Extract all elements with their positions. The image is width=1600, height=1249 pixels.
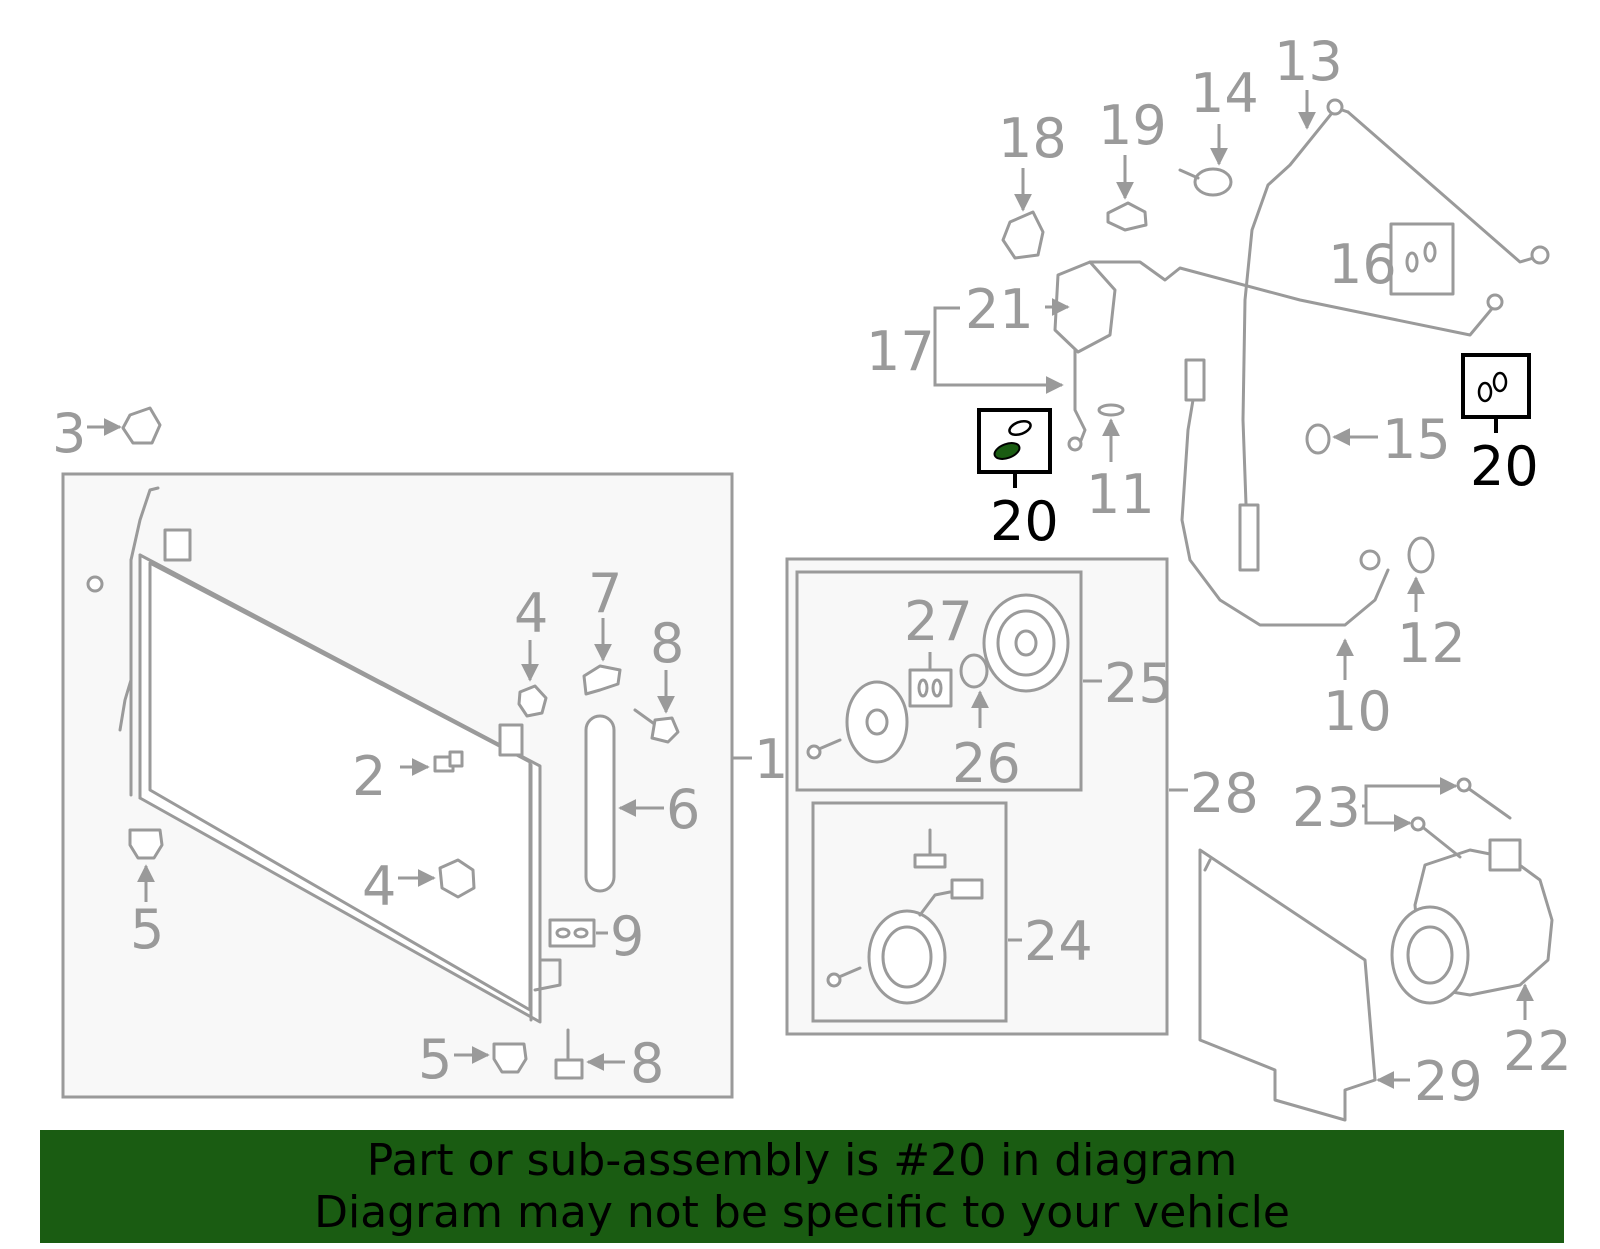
- part-20-oring-kit-left: [977, 408, 1052, 488]
- clutch-plate: [806, 680, 909, 764]
- callout-24: 24: [1024, 910, 1093, 973]
- part-6-receiver-drier: [584, 714, 664, 893]
- condenser-drawing: [86, 486, 562, 1024]
- callout-8-bottom: 8: [630, 1032, 664, 1095]
- callout-8-upper: 8: [650, 612, 684, 675]
- callout-10: 10: [1323, 680, 1392, 743]
- part-13-discharge-line: [1241, 90, 1550, 562]
- callout-20-right: 20: [1470, 435, 1539, 498]
- part-4-cap-lower: [398, 858, 476, 899]
- callout-22: 22: [1503, 1020, 1572, 1083]
- callout-29: 29: [1414, 1050, 1483, 1113]
- part-16-oring-kit: [1389, 222, 1455, 296]
- part-22-compressor: [1390, 838, 1554, 1020]
- callout-7: 7: [588, 562, 622, 625]
- part-29-shield: [1198, 848, 1410, 1122]
- callout-25: 25: [1104, 652, 1173, 715]
- callout-20-left: 20: [990, 490, 1059, 553]
- part-5-grommet-left: [128, 828, 164, 902]
- callout-19: 19: [1098, 94, 1167, 157]
- part-26-ring: [959, 653, 989, 728]
- part-10-hose: [1180, 358, 1390, 680]
- part-23-bolts: [1362, 777, 1512, 859]
- part-24-coil: [826, 828, 984, 1005]
- callout-4-lower: 4: [362, 855, 396, 918]
- callout-2: 2: [352, 745, 386, 808]
- part-21-suction-line: [1045, 260, 1504, 452]
- part-11-oring: [1097, 403, 1125, 462]
- callout-6: 6: [666, 778, 700, 841]
- callout-11: 11: [1086, 463, 1155, 526]
- callout-12: 12: [1397, 612, 1466, 675]
- callout-16: 16: [1328, 233, 1397, 296]
- part-12-oring: [1407, 536, 1435, 612]
- callout-28: 28: [1190, 762, 1259, 825]
- part-20-oring-kit-right: [1461, 353, 1531, 433]
- part-14-valve: [1178, 124, 1233, 197]
- part-4-cap-upper: [517, 640, 548, 718]
- callout-18: 18: [998, 107, 1067, 170]
- callout-26: 26: [952, 732, 1021, 795]
- callout-9: 9: [610, 905, 644, 968]
- part-3-cap: [87, 406, 162, 445]
- banner-line-2: Diagram may not be specific to your vehi…: [314, 1186, 1290, 1238]
- part-18-cap: [1001, 168, 1045, 260]
- callout-1: 1: [754, 728, 788, 791]
- part-8-bolt-upper: [633, 670, 680, 744]
- callout-4-upper: 4: [514, 582, 548, 645]
- part-9-oring-kit: [548, 918, 608, 948]
- part-25-pulley: [982, 593, 1070, 693]
- part-7-clamp: [582, 618, 622, 696]
- info-banner: Part or sub-assembly is #20 in diagram D…: [40, 1130, 1564, 1243]
- callout-27: 27: [904, 590, 973, 653]
- callout-15: 15: [1382, 408, 1451, 471]
- callout-23: 23: [1292, 776, 1361, 839]
- callout-21: 21: [965, 278, 1034, 341]
- part-8-bolt-bottom: [554, 1028, 625, 1080]
- callout-3: 3: [52, 402, 86, 465]
- part-5-grommet-bottom: [454, 1042, 528, 1074]
- part-19-clip: [1106, 155, 1148, 232]
- part-2-pressure-switch: [400, 750, 464, 776]
- callout-5-bottom: 5: [418, 1028, 452, 1091]
- callout-17: 17: [866, 320, 935, 383]
- callout-13: 13: [1274, 30, 1343, 93]
- callout-17-bracket: [933, 306, 1064, 394]
- banner-line-1: Part or sub-assembly is #20 in diagram: [366, 1134, 1238, 1186]
- part-27-shim-kit: [908, 652, 953, 708]
- callout-14: 14: [1190, 62, 1259, 125]
- part-15-oring: [1305, 423, 1378, 455]
- callout-5-left: 5: [130, 898, 164, 961]
